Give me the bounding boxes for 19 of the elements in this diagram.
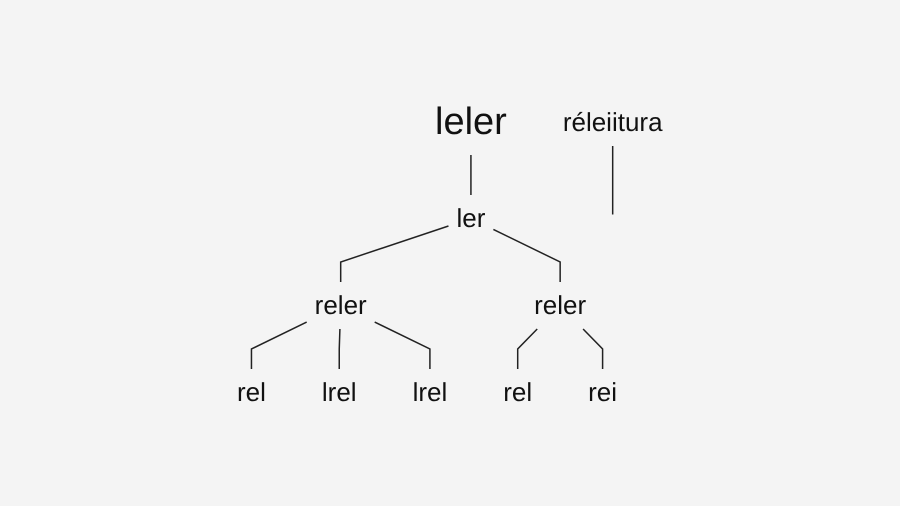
node-text: leler — [435, 101, 508, 143]
node-text: réleiitura — [563, 107, 663, 137]
connector-line — [582, 328, 604, 369]
connector-line — [374, 321, 431, 369]
connector-line — [340, 225, 449, 282]
node-text: lrel — [412, 376, 448, 407]
node-text: lrel — [322, 376, 357, 407]
node-text: rel — [237, 376, 266, 407]
connector-line — [493, 228, 562, 282]
connector-line — [470, 155, 472, 195]
node-text: reler — [534, 290, 586, 320]
leader-line — [612, 146, 614, 214]
connector-line — [338, 328, 341, 369]
node-text: rel — [503, 376, 532, 407]
node-text: rei — [588, 376, 618, 407]
connector-line — [250, 321, 308, 369]
node-text: reler — [314, 290, 367, 320]
connector-line — [517, 328, 538, 369]
node-text: ler — [456, 202, 486, 233]
